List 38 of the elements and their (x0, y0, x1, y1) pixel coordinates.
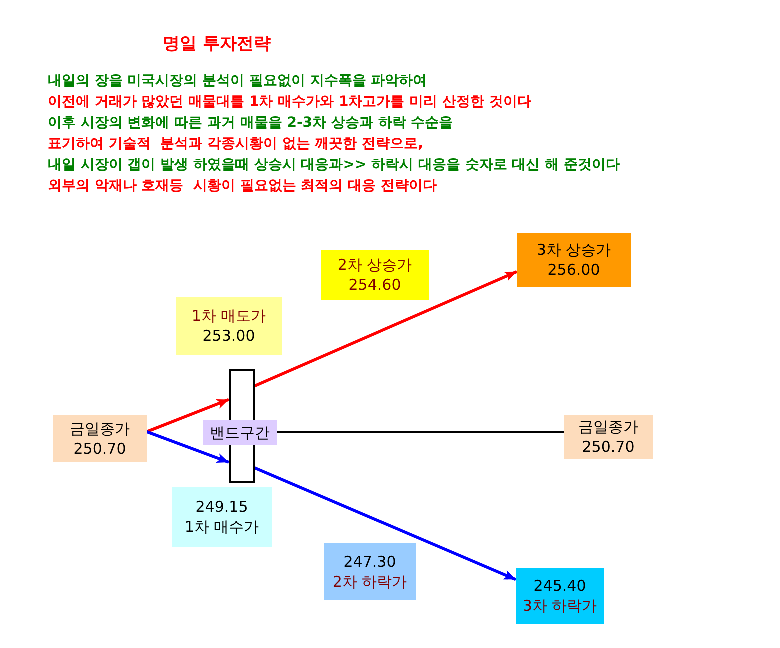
price-value: 254.60 (348, 275, 402, 295)
arrow (146, 398, 230, 434)
rise-price-box (517, 233, 631, 287)
price-name: 2차 하락가 (332, 572, 408, 592)
price-name: 1차 매수가 (184, 517, 260, 537)
price-name: 2차 상승가 (338, 255, 412, 275)
price-name: 금일종가 (578, 417, 638, 437)
closing-price-box (564, 415, 653, 459)
price-value: 245.40 (534, 576, 586, 596)
closing-price-box (53, 415, 147, 462)
price-name: 1차 매도가 (192, 306, 266, 326)
rise-price-box (321, 250, 429, 300)
fall-price-box (516, 568, 604, 624)
price-value: 249.15 (196, 497, 248, 517)
note-line: 이후 시장의 변화에 따른 과거 매물을 2-3차 상승과 하락 수순을 (48, 114, 454, 132)
title: 명일 투자전략 (163, 33, 271, 55)
price-value: 247.30 (344, 552, 396, 572)
price-name: 금일종가 (70, 418, 130, 438)
buy-price-box (172, 487, 272, 547)
arrow (254, 466, 517, 582)
price-value: 253.00 (202, 326, 256, 346)
connector-line (277, 430, 564, 433)
price-value: 250.70 (582, 437, 635, 457)
price-name: 3차 하락가 (522, 596, 598, 616)
arrow (254, 270, 518, 388)
note-line: 외부의 악재나 호재등 시황이 필요없는 최적의 대응 전략이다 (48, 177, 437, 195)
band-label: 밴드구간 (210, 422, 270, 442)
arrow (146, 430, 230, 464)
note-line: 이전에 거래가 많았던 매물대를 1차 매수가와 1차고가를 미리 산정한 것이다 (48, 93, 532, 111)
sell-price-box (176, 297, 282, 355)
price-value: 256.00 (548, 260, 600, 280)
note-line: 내일의 장을 미국시장의 분석이 필요없이 지수폭을 파악하여 (48, 72, 428, 90)
price-value: 250.70 (74, 438, 126, 458)
fall-price-box (324, 543, 416, 600)
price-name: 3차 상승가 (536, 240, 612, 260)
band-label-box (203, 420, 277, 445)
note-line: 내일 시장이 갭이 발생 하였을때 상승시 대응과>> 하락시 대응을 숫자로 대신 해 준것이다 (48, 156, 620, 174)
note-line: 표기하여 기술적 분석과 각종시황이 없는 깨끗한 전략으로, (48, 135, 424, 153)
